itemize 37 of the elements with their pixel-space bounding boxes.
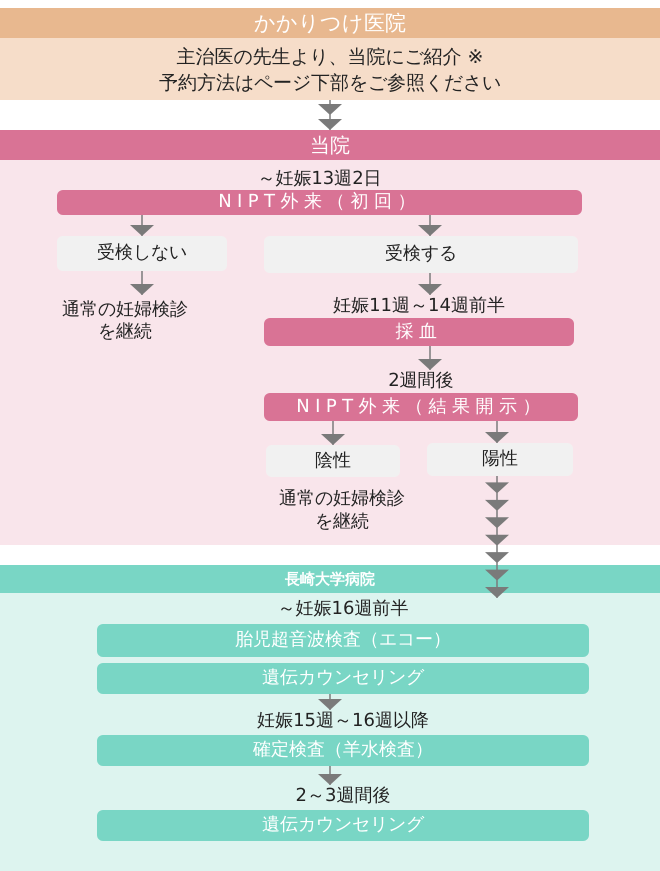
- down-arrow: [485, 421, 509, 443]
- step-label: 受検する: [385, 243, 457, 266]
- down-arrow: [318, 694, 342, 710]
- section-panel: [0, 565, 660, 871]
- down-arrow: [130, 271, 154, 295]
- step-label: 胎児超音波検査（エコー）: [235, 629, 451, 652]
- timing-note: 2週間後: [388, 370, 454, 392]
- down-arrow: [321, 421, 345, 445]
- step-label: 遺伝カウンセリング: [262, 667, 424, 690]
- section-title: 当院: [310, 135, 350, 155]
- step-label: 確定検査（羊水検査）: [253, 739, 433, 762]
- section-title: かかりつけ医院: [254, 12, 406, 34]
- step-label: 遺伝カウンセリング: [262, 814, 424, 837]
- down-arrow: [418, 215, 442, 236]
- down-arrow: [318, 100, 342, 130]
- section-note: 主治医の先生より、当院にご紹介 ※予約方法はページ下部をご参照ください: [158, 45, 502, 96]
- section-panel: [0, 130, 660, 545]
- step-label: 陰性: [315, 450, 351, 472]
- down-arrow: [418, 346, 442, 370]
- note-text: 通常の妊婦検診を継続: [278, 488, 406, 534]
- down-arrow: [130, 215, 154, 236]
- timing-note: 妊娠11週～14週前半: [333, 295, 505, 317]
- section-panel: [0, 8, 660, 100]
- step-label: NIPT外来（結果開示）: [296, 396, 546, 418]
- section-title: 長崎大学病院: [285, 572, 375, 586]
- step-label: 採血: [396, 320, 442, 344]
- timing-note: ～妊娠16週前半: [278, 598, 408, 620]
- down-arrow: [485, 476, 509, 598]
- timing-note: 妊娠15週～16週以降: [257, 710, 429, 732]
- down-arrow: [418, 273, 442, 295]
- timing-note: ～妊娠13週2日: [257, 168, 382, 190]
- timing-note: 2～3週間後: [296, 785, 390, 807]
- step-label: 陽性: [482, 448, 518, 471]
- step-text: 通常の妊婦検診を継続: [61, 298, 189, 344]
- down-arrow: [318, 766, 342, 785]
- step-label: NIPT外来（初回）: [218, 191, 421, 214]
- step-label: 受検しない: [97, 242, 187, 265]
